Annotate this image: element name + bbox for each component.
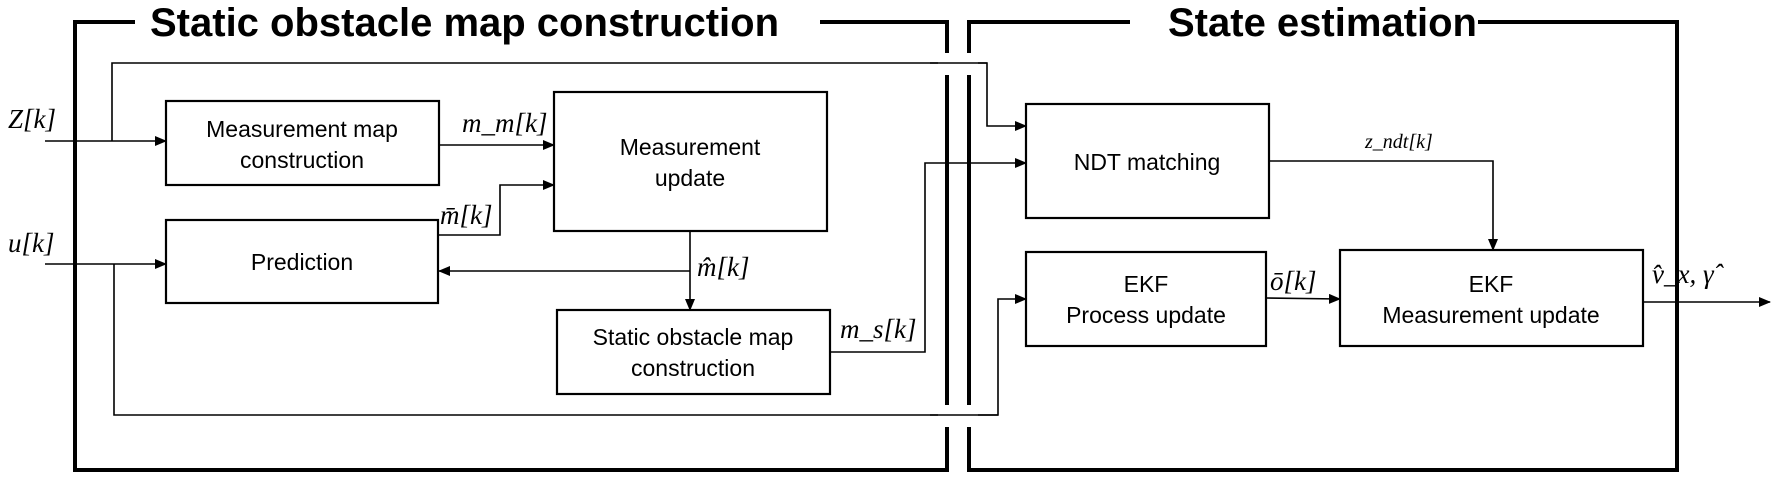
static-map-label-1: Static obstacle map bbox=[593, 324, 794, 350]
wire-obar bbox=[1265, 293, 1341, 304]
measurement-update-label-1: Measurement bbox=[620, 134, 761, 160]
signal-z-k: Z[k] bbox=[8, 104, 56, 134]
signal-m-bar: m̄[k] bbox=[440, 200, 493, 230]
prediction-label: Prediction bbox=[251, 249, 353, 275]
wire-mbar bbox=[438, 180, 555, 236]
right-section-title: State estimation bbox=[1168, 1, 1477, 45]
right-section-frame bbox=[967, 20, 1679, 472]
ekf-process-label-2: Process update bbox=[1066, 302, 1226, 328]
prediction-block: Prediction bbox=[164, 218, 440, 305]
signal-m-hat: m̂[k] bbox=[697, 252, 750, 282]
measurement-update-label-2: update bbox=[655, 165, 725, 191]
frame-crossing-gaps bbox=[938, 53, 978, 427]
measurement-update-block: Measurement update bbox=[552, 90, 829, 233]
output-estimates: v̂_x, γ̂ bbox=[1652, 259, 1725, 289]
ekf-process-update-block: EKF Process update bbox=[1024, 250, 1268, 348]
wire-ms bbox=[830, 158, 1027, 353]
ekf-measurement-label-1: EKF bbox=[1469, 271, 1514, 297]
measurement-map-block: Measurement map construction bbox=[164, 99, 441, 187]
ekf-measurement-label-2: Measurement update bbox=[1382, 302, 1599, 328]
ndt-matching-block: NDT matching bbox=[1024, 102, 1271, 220]
measurement-map-label-2: construction bbox=[240, 147, 364, 173]
ekf-measurement-update-block: EKF Measurement update bbox=[1338, 248, 1645, 348]
ekf-process-label-1: EKF bbox=[1124, 271, 1169, 297]
static-obstacle-map-block: Static obstacle map construction bbox=[555, 308, 832, 396]
ndt-matching-label: NDT matching bbox=[1074, 149, 1221, 175]
measurement-map-label-1: Measurement map bbox=[206, 116, 398, 142]
left-section-frame bbox=[73, 20, 949, 472]
signal-m-m: m_m[k] bbox=[462, 108, 548, 138]
left-section-title: Static obstacle map construction bbox=[150, 1, 779, 45]
signal-o-bar: ō[k] bbox=[1270, 266, 1317, 296]
wire-zndt bbox=[1269, 160, 1498, 251]
static-map-label-2: construction bbox=[631, 355, 755, 381]
signal-u-k: u[k] bbox=[8, 228, 55, 258]
signal-z-ndt: z_ndt[k] bbox=[1364, 131, 1433, 153]
signal-m-s: m_s[k] bbox=[840, 314, 917, 344]
